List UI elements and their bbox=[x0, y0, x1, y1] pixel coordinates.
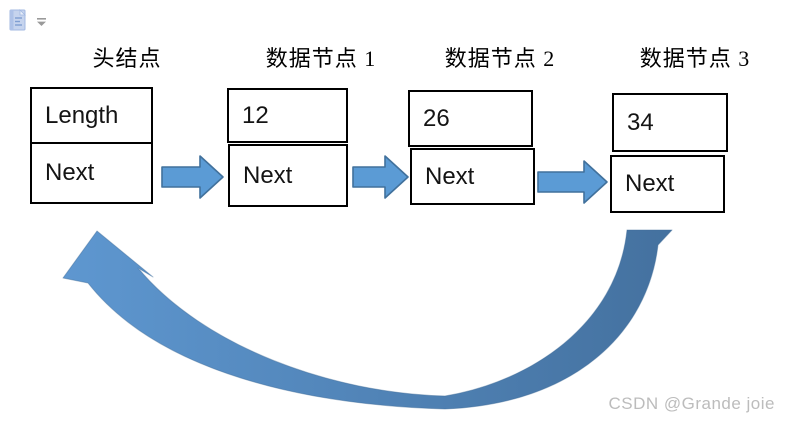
data-node2-value-cell: 26 bbox=[408, 90, 533, 147]
data-node3-value-cell: 34 bbox=[612, 93, 728, 152]
next-arrow-1-icon bbox=[161, 155, 224, 199]
head-node-length-cell: Length bbox=[30, 87, 153, 144]
node-label-head: 头结点 bbox=[92, 46, 162, 71]
paste-options-icon bbox=[9, 9, 26, 31]
paste-options-button[interactable] bbox=[6, 8, 50, 36]
chevron-down-icon bbox=[37, 18, 46, 26]
node-label-data1: 数据节点 1 bbox=[265, 46, 377, 71]
watermark: CSDN @Grande joie bbox=[608, 394, 775, 413]
data-node1-next-cell: Next bbox=[228, 144, 348, 207]
next-arrow-2-icon bbox=[352, 155, 409, 199]
data-node2-next-cell: Next bbox=[410, 148, 535, 205]
node-label-data3: 数据节点 3 bbox=[639, 46, 751, 71]
data-node3-next-cell: Next bbox=[610, 155, 725, 213]
next-arrow-3-icon bbox=[537, 160, 608, 204]
data-node1-value-cell: 12 bbox=[227, 88, 348, 143]
node-label-data2: 数据节点 2 bbox=[444, 46, 556, 71]
loop-back-arrow-icon bbox=[62, 229, 673, 410]
head-node-next-cell: Next bbox=[30, 142, 153, 204]
